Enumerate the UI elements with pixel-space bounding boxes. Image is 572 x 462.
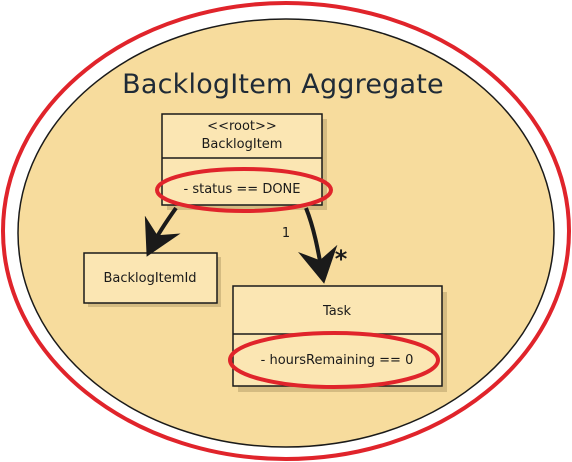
backlogitem-root-class: <<root>> BacklogItem - status == DONE <box>161 113 327 210</box>
root-class-attribute: - status == DONE <box>184 182 301 197</box>
root-class-stereotype: <<root>> <box>207 119 277 134</box>
backlogitemid-class: BacklogItemId <box>83 252 221 307</box>
source-multiplicity: 1 <box>282 226 290 241</box>
task-class-attribute: - hoursRemaining == 0 <box>261 353 414 368</box>
task-class-name: Task <box>322 304 352 319</box>
task-class-box <box>232 285 443 387</box>
root-class-box <box>161 113 323 206</box>
hours-remaining-highlight-ring <box>228 331 440 389</box>
task-class: Task - hoursRemaining == 0 <box>232 285 447 392</box>
aggregate-title: BacklogItem Aggregate <box>122 69 444 100</box>
arrow-to-backlogitemid <box>144 206 181 257</box>
id-class-name: BacklogItemId <box>103 271 196 286</box>
id-class-box <box>83 252 218 304</box>
arrow-to-task <box>298 207 338 284</box>
target-multiplicity: * <box>335 245 348 273</box>
root-class-name: BacklogItem <box>202 137 283 152</box>
status-highlight-ring <box>155 167 333 213</box>
